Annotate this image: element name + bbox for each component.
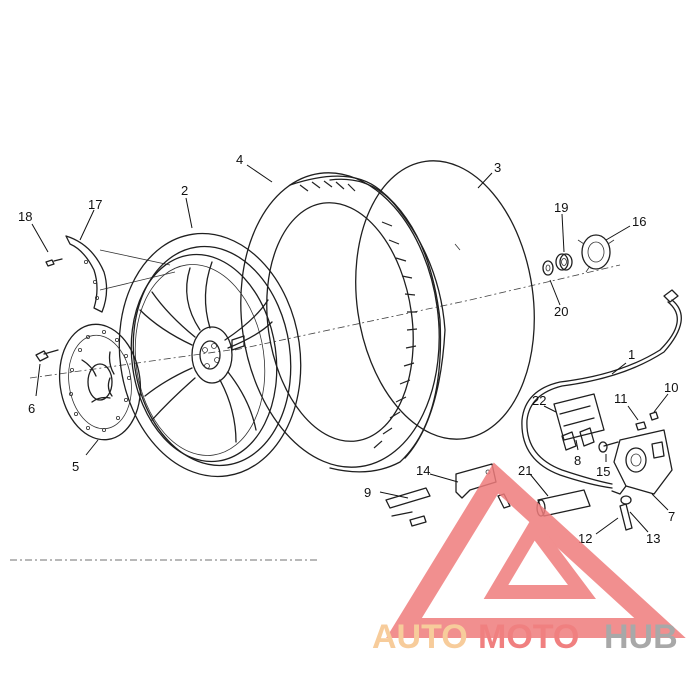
callout-5: 5	[72, 459, 79, 474]
part-13-washer	[620, 495, 632, 505]
watermark-logo: AUTO MOTO HUB	[372, 462, 686, 656]
part-12-bolt	[619, 503, 633, 531]
part-1-brake-hose	[521, 289, 682, 489]
callout-11: 11	[614, 391, 628, 406]
logo-triangle-inner	[483, 515, 596, 599]
logo-text-hub: HUB	[604, 618, 678, 656]
part-18-screw	[45, 258, 63, 267]
part-9-axle-bolt	[385, 487, 431, 527]
callout-1: 1	[628, 347, 635, 362]
part-3-tube	[355, 160, 535, 440]
callout-21: 21	[518, 463, 532, 478]
callout-2: 2	[181, 183, 188, 198]
part-20-washer	[542, 260, 554, 276]
callout-15: 15	[596, 464, 610, 479]
callout-19: 19	[554, 200, 568, 215]
logo-text-auto: AUTO	[372, 618, 468, 656]
callout-17: 17	[88, 197, 102, 212]
callout-10: 10	[664, 380, 678, 395]
part-2-rim	[118, 232, 302, 478]
part-15-pin	[598, 441, 619, 453]
callout-3: 3	[494, 160, 501, 175]
callout-9: 9	[364, 485, 371, 500]
callout-16: 16	[632, 214, 646, 229]
callout-20: 20	[554, 304, 568, 319]
callout-12: 12	[578, 531, 592, 546]
part-19-spacer	[555, 253, 573, 271]
callout-14: 14	[416, 463, 430, 478]
leader-lines	[31, 164, 669, 535]
callout-4: 4	[236, 152, 243, 167]
part-6-disc-bolt	[35, 349, 59, 362]
part-17-disc-guard	[65, 235, 108, 313]
part-7-caliper	[611, 429, 673, 495]
callout-13: 13	[646, 531, 660, 546]
part-10-bleed-screw	[649, 411, 659, 421]
tyre-tread	[299, 180, 418, 449]
callout-7: 7	[668, 509, 675, 524]
callout-22: 22	[532, 393, 546, 408]
part-4-tyre	[240, 172, 446, 473]
logo-triangle-outer	[386, 462, 686, 638]
callout-labels: 1 2 3 4 5 6 7 8 9 10 11 12 13 14 15 16 1…	[18, 152, 678, 546]
part-22-pads	[553, 393, 605, 451]
logo-text-moto: MOTO	[478, 618, 579, 656]
part-11-cap	[635, 421, 647, 431]
callout-18: 18	[18, 209, 32, 224]
callout-8: 8	[574, 453, 581, 468]
callout-6: 6	[28, 401, 35, 416]
part-16-cover	[577, 234, 615, 273]
part-5-brake-disc	[58, 323, 142, 441]
